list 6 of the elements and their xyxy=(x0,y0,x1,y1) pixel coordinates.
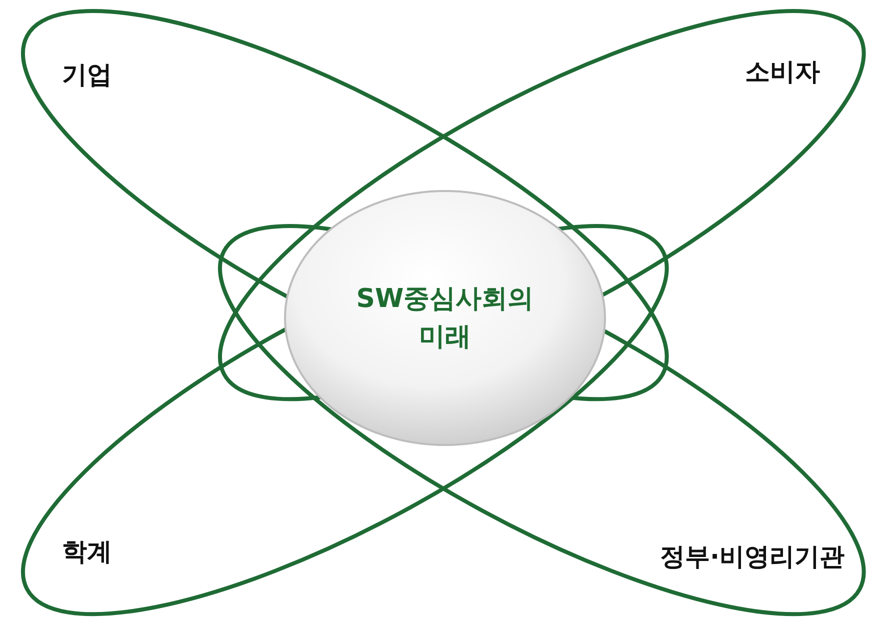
center-ellipse xyxy=(282,188,608,448)
petal-label: 정부·비영리기관 xyxy=(660,540,844,573)
petal-label: 학계 xyxy=(62,536,112,568)
petal-label: 소비자 xyxy=(744,56,820,88)
petal-label: 기업 xyxy=(62,58,112,91)
center-label: SW중심사회의 미래 xyxy=(355,283,535,354)
